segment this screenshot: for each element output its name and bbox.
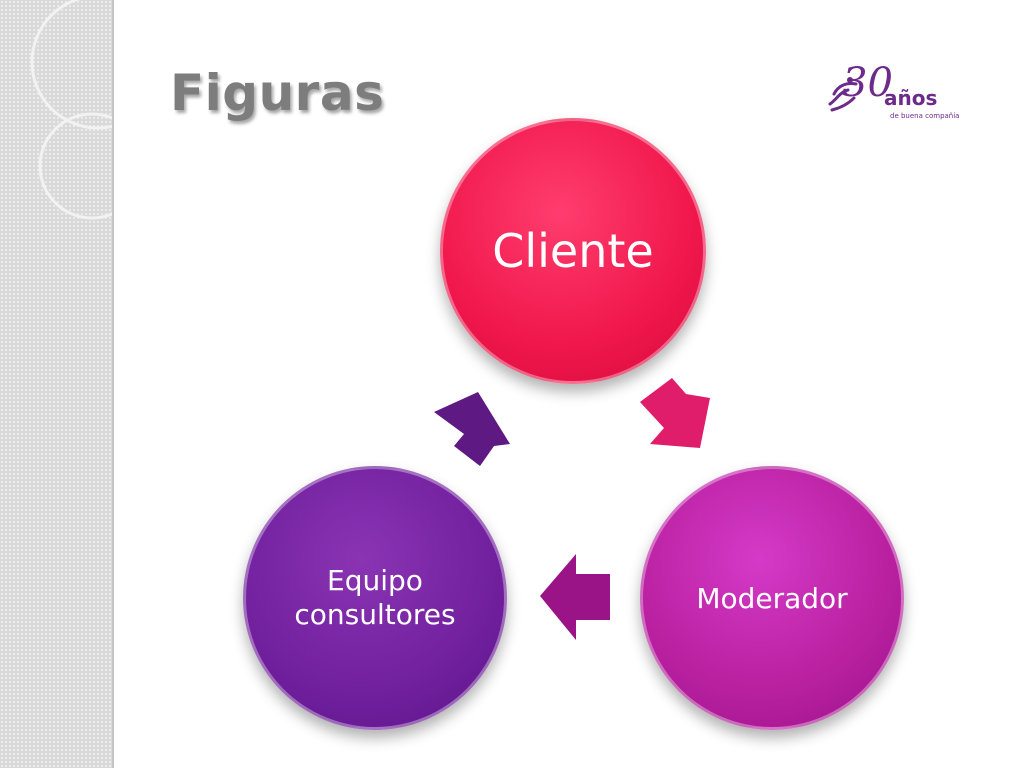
node-equipo-consultores: Equipo consultores (243, 466, 507, 730)
node-moderador: Moderador (640, 466, 904, 730)
decorative-side-panel (0, 0, 166, 768)
node-label-moderador: Moderador (696, 581, 848, 615)
node-label-equipo: Equipo consultores (294, 564, 456, 631)
logo-tagline: de buena compañía (890, 112, 960, 120)
arrow-equipo-to-cliente (434, 392, 510, 466)
arrow-moderador-to-equipo (540, 554, 610, 640)
logo-figure-icon (828, 77, 858, 112)
company-logo: 30 años de buena compañía (826, 60, 966, 126)
node-label-cliente: Cliente (492, 224, 654, 278)
node-cliente: Cliente (440, 118, 706, 384)
slide-title: Figuras (170, 64, 385, 122)
arrow-cliente-to-moderador (640, 378, 710, 448)
logo-number: 30 (842, 60, 893, 106)
logo-word: años (884, 86, 938, 110)
